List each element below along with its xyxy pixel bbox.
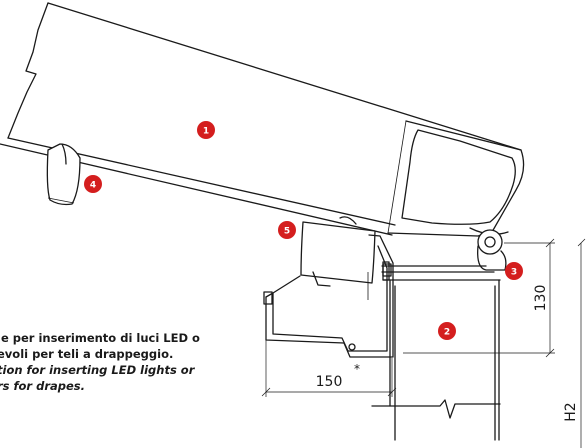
svg-text:5: 5 bbox=[284, 227, 290, 237]
dimension-h2: H2 bbox=[563, 238, 586, 448]
svg-text:4: 4 bbox=[90, 181, 96, 191]
dimension-150-label: 150 bbox=[316, 374, 343, 390]
svg-text:3: 3 bbox=[511, 268, 517, 278]
callout-1: 1 bbox=[197, 121, 215, 139]
asterisk-marker: * bbox=[354, 362, 360, 376]
dimension-h2-label: H2 bbox=[563, 402, 579, 421]
svg-text:1: 1 bbox=[203, 127, 209, 137]
caption-note: le per inserimento di luci LED o evoli p… bbox=[0, 330, 237, 394]
caption-italian-line-1: le per inserimento di luci LED o bbox=[0, 331, 200, 345]
dimension-150: 150 bbox=[261, 340, 397, 397]
svg-text:2: 2 bbox=[444, 328, 450, 338]
led-light-5 bbox=[300, 216, 376, 287]
dimension-130: 130 bbox=[403, 238, 555, 358]
beam bbox=[0, 2, 522, 236]
callout-5: 5 bbox=[278, 221, 296, 239]
dimension-130-label: 130 bbox=[533, 285, 549, 312]
callout-2: 2 bbox=[438, 322, 456, 340]
caption-italian-line-2: evoli per teli a drappeggio. bbox=[0, 347, 174, 361]
caption-english-line-2: rs for drapes. bbox=[0, 379, 86, 393]
led-light-4 bbox=[46, 143, 81, 206]
callout-3: 3 bbox=[505, 262, 523, 280]
end-cap bbox=[387, 120, 525, 237]
post bbox=[371, 279, 501, 441]
callout-4: 4 bbox=[84, 175, 102, 193]
caption-english-line-1: tion for inserting LED lights or bbox=[0, 363, 195, 377]
hinge bbox=[381, 229, 507, 281]
bracket bbox=[263, 234, 394, 358]
